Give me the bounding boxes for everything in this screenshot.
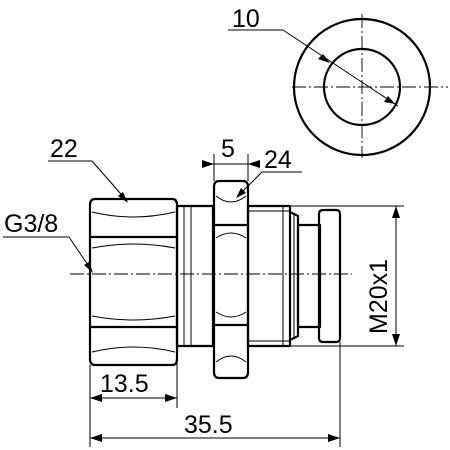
lock-nut-chamfer-mid-top [215, 232, 247, 239]
washer-diameter-arrow-end [384, 96, 395, 104]
dim-thread-length-arrow-right [165, 394, 177, 402]
washer-view: 10 [228, 5, 448, 158]
dim-nut-hex-arrow [236, 188, 246, 198]
fitting-hex-chamfer-mid-bottom [91, 315, 176, 321]
fitting-neck [175, 204, 215, 348]
lock-nut-chamfer-top [215, 195, 247, 203]
lock-nut [212, 179, 250, 380]
dim-mount-thread: M20x1 [290, 205, 404, 347]
dim-pipe-thread: G3/8 [3, 210, 93, 273]
lock-nut-chamfer-mid-bottom [215, 311, 247, 318]
dim-nut-hex: 24 [236, 146, 302, 198]
dim-nut-hex-label: 24 [264, 146, 292, 174]
dim-pipe-thread-arrow [84, 262, 93, 273]
dim-overall-length-arrow-right [328, 434, 340, 442]
dim-thread-length-arrow-left [90, 394, 102, 402]
dim-nut-thickness-label: 5 [221, 135, 235, 163]
dim-fitting-hex-label: 22 [50, 135, 78, 163]
dim-mount-thread-arrow-bottom [392, 334, 400, 346]
dim-thread-length-label: 13.5 [100, 370, 149, 398]
dim-nut-thickness: 5 [202, 135, 260, 181]
collet-ring [296, 208, 342, 344]
fitting-hex-outline [88, 197, 179, 367]
dim-nut-thickness-arrow-left [202, 160, 214, 168]
dim-overall-length-arrow-left [90, 434, 102, 442]
lock-nut-outline [212, 179, 250, 380]
fitting-hex-body [88, 197, 179, 367]
dim-fitting-hex-arrow [118, 192, 128, 203]
washer-diameter-line [282, 29, 399, 107]
dim-fitting-hex: 22 [48, 135, 128, 203]
dim-overall-length-label: 35.5 [184, 411, 233, 439]
fitting-hex-chamfer-mid-top [91, 243, 176, 249]
dim-pipe-thread-label: G3/8 [4, 210, 58, 238]
dim-mount-thread-label: M20x1 [365, 259, 393, 334]
lock-nut-chamfer-bottom [215, 355, 247, 363]
threaded-body-outline [246, 204, 292, 348]
washer-diameter-arrow-start [318, 54, 330, 63]
threaded-body [246, 204, 300, 348]
fitting-hex-chamfer-bottom [91, 346, 176, 353]
collet-flange [317, 208, 342, 344]
neck-body [175, 204, 215, 348]
dim-overall-length: 35.5 [89, 342, 341, 447]
dim-mount-thread-arrow-top [392, 206, 400, 218]
washer-diameter-label: 10 [232, 5, 260, 33]
dim-nut-thickness-arrow-right [248, 160, 260, 168]
dim-thread-length: 13.5 [89, 346, 178, 408]
collet-inner-sleeve [296, 223, 322, 329]
fitting-hex-chamfer-top [91, 211, 176, 218]
